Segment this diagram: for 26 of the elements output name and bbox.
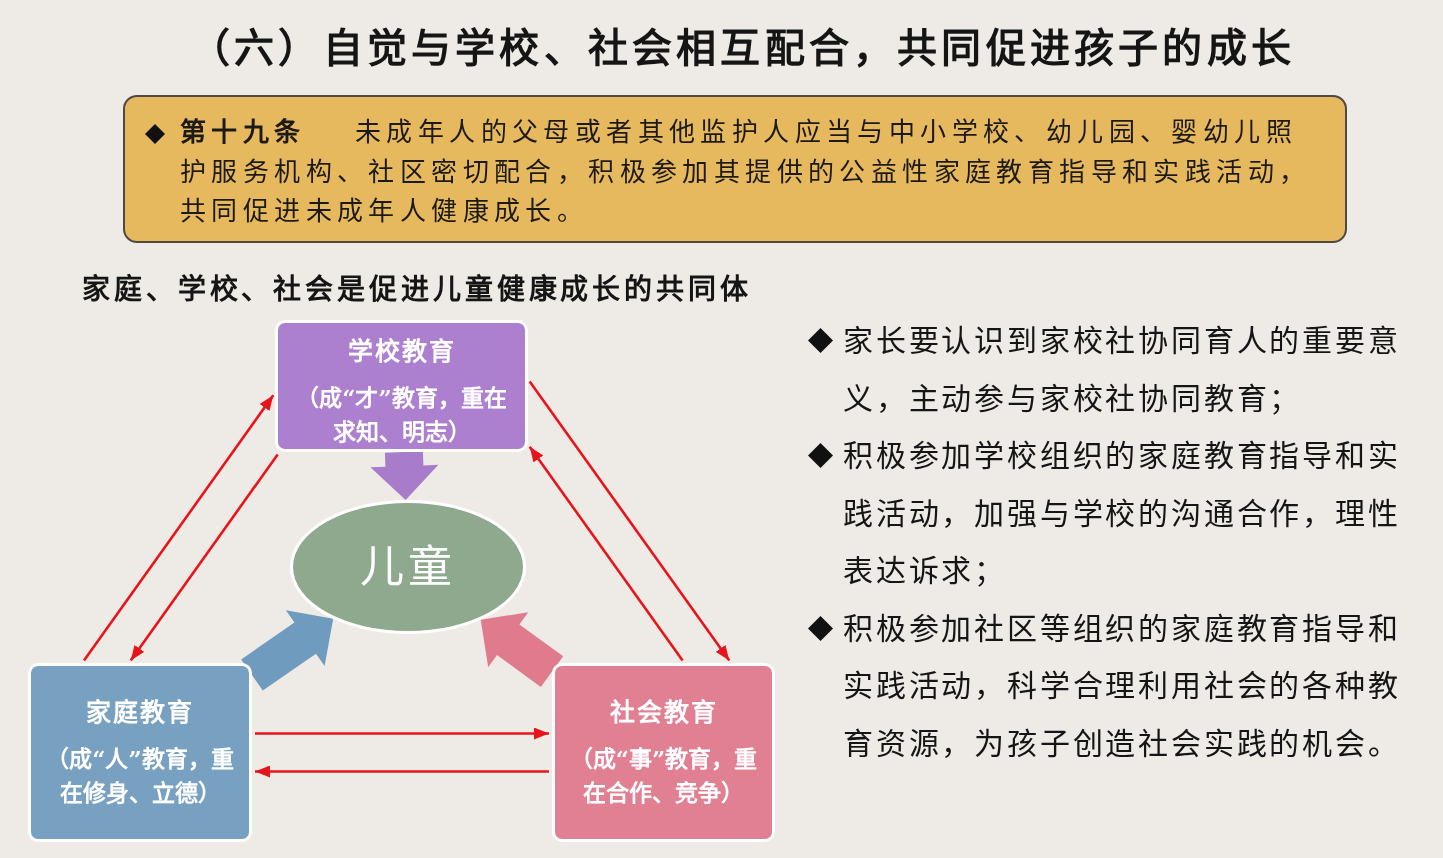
bullet-text: 家长要认识到家校社协同育人的重要意义，主动参与家校社协同教育； (843, 322, 1402, 418)
arrow (129, 453, 279, 662)
box-heading: 家庭教育 (86, 697, 194, 729)
box-note: （成“才”教育，重在求知、明志） (295, 383, 508, 447)
bullet-text: 积极参加学校组织的家庭教育指导和实践活动，加强与学校的沟通合作，理性表达诉求； (843, 437, 1402, 590)
ellipse-label: 儿童 (360, 541, 456, 593)
slide-title: （六）自觉与学校、社会相互配合，共同促进孩子的成长 (190, 24, 1295, 73)
box-note: （成“人”教育，重在修身、立德） (45, 744, 235, 808)
article-text: 第十九条 未成年人的父母或者其他监护人应当与中小学校、幼儿园、婴幼儿照护服务机构、社区密切配合，积极参加其提供的公益性家庭教育指导和实践活动，共同促进未成年人健康成长。 (180, 116, 1312, 228)
block-arrow (370, 451, 439, 500)
box-heading: 社会教育 (609, 697, 718, 729)
arrow (255, 727, 549, 740)
arrow (528, 445, 684, 662)
diagram-heading: 家庭、学校、社会是促进儿童健康成长的共同体 (82, 272, 752, 308)
category-box (552, 663, 775, 842)
block-arrow (480, 612, 564, 687)
arrow (528, 380, 731, 662)
box-note: （成“事”教育，重在合作、竞争） (568, 744, 759, 808)
arrow (255, 765, 549, 778)
article-box (123, 95, 1347, 243)
block-arrow (241, 610, 334, 691)
box-heading: 学校教育 (347, 336, 456, 368)
category-box (28, 663, 252, 842)
category-box (275, 320, 528, 452)
arrow (82, 394, 275, 662)
bullet-text: 积极参加社区等组织的家庭教育指导和实践活动，科学合理利用社会的各种教育资源，为孩子创造社会实践的机会。 (843, 609, 1402, 763)
